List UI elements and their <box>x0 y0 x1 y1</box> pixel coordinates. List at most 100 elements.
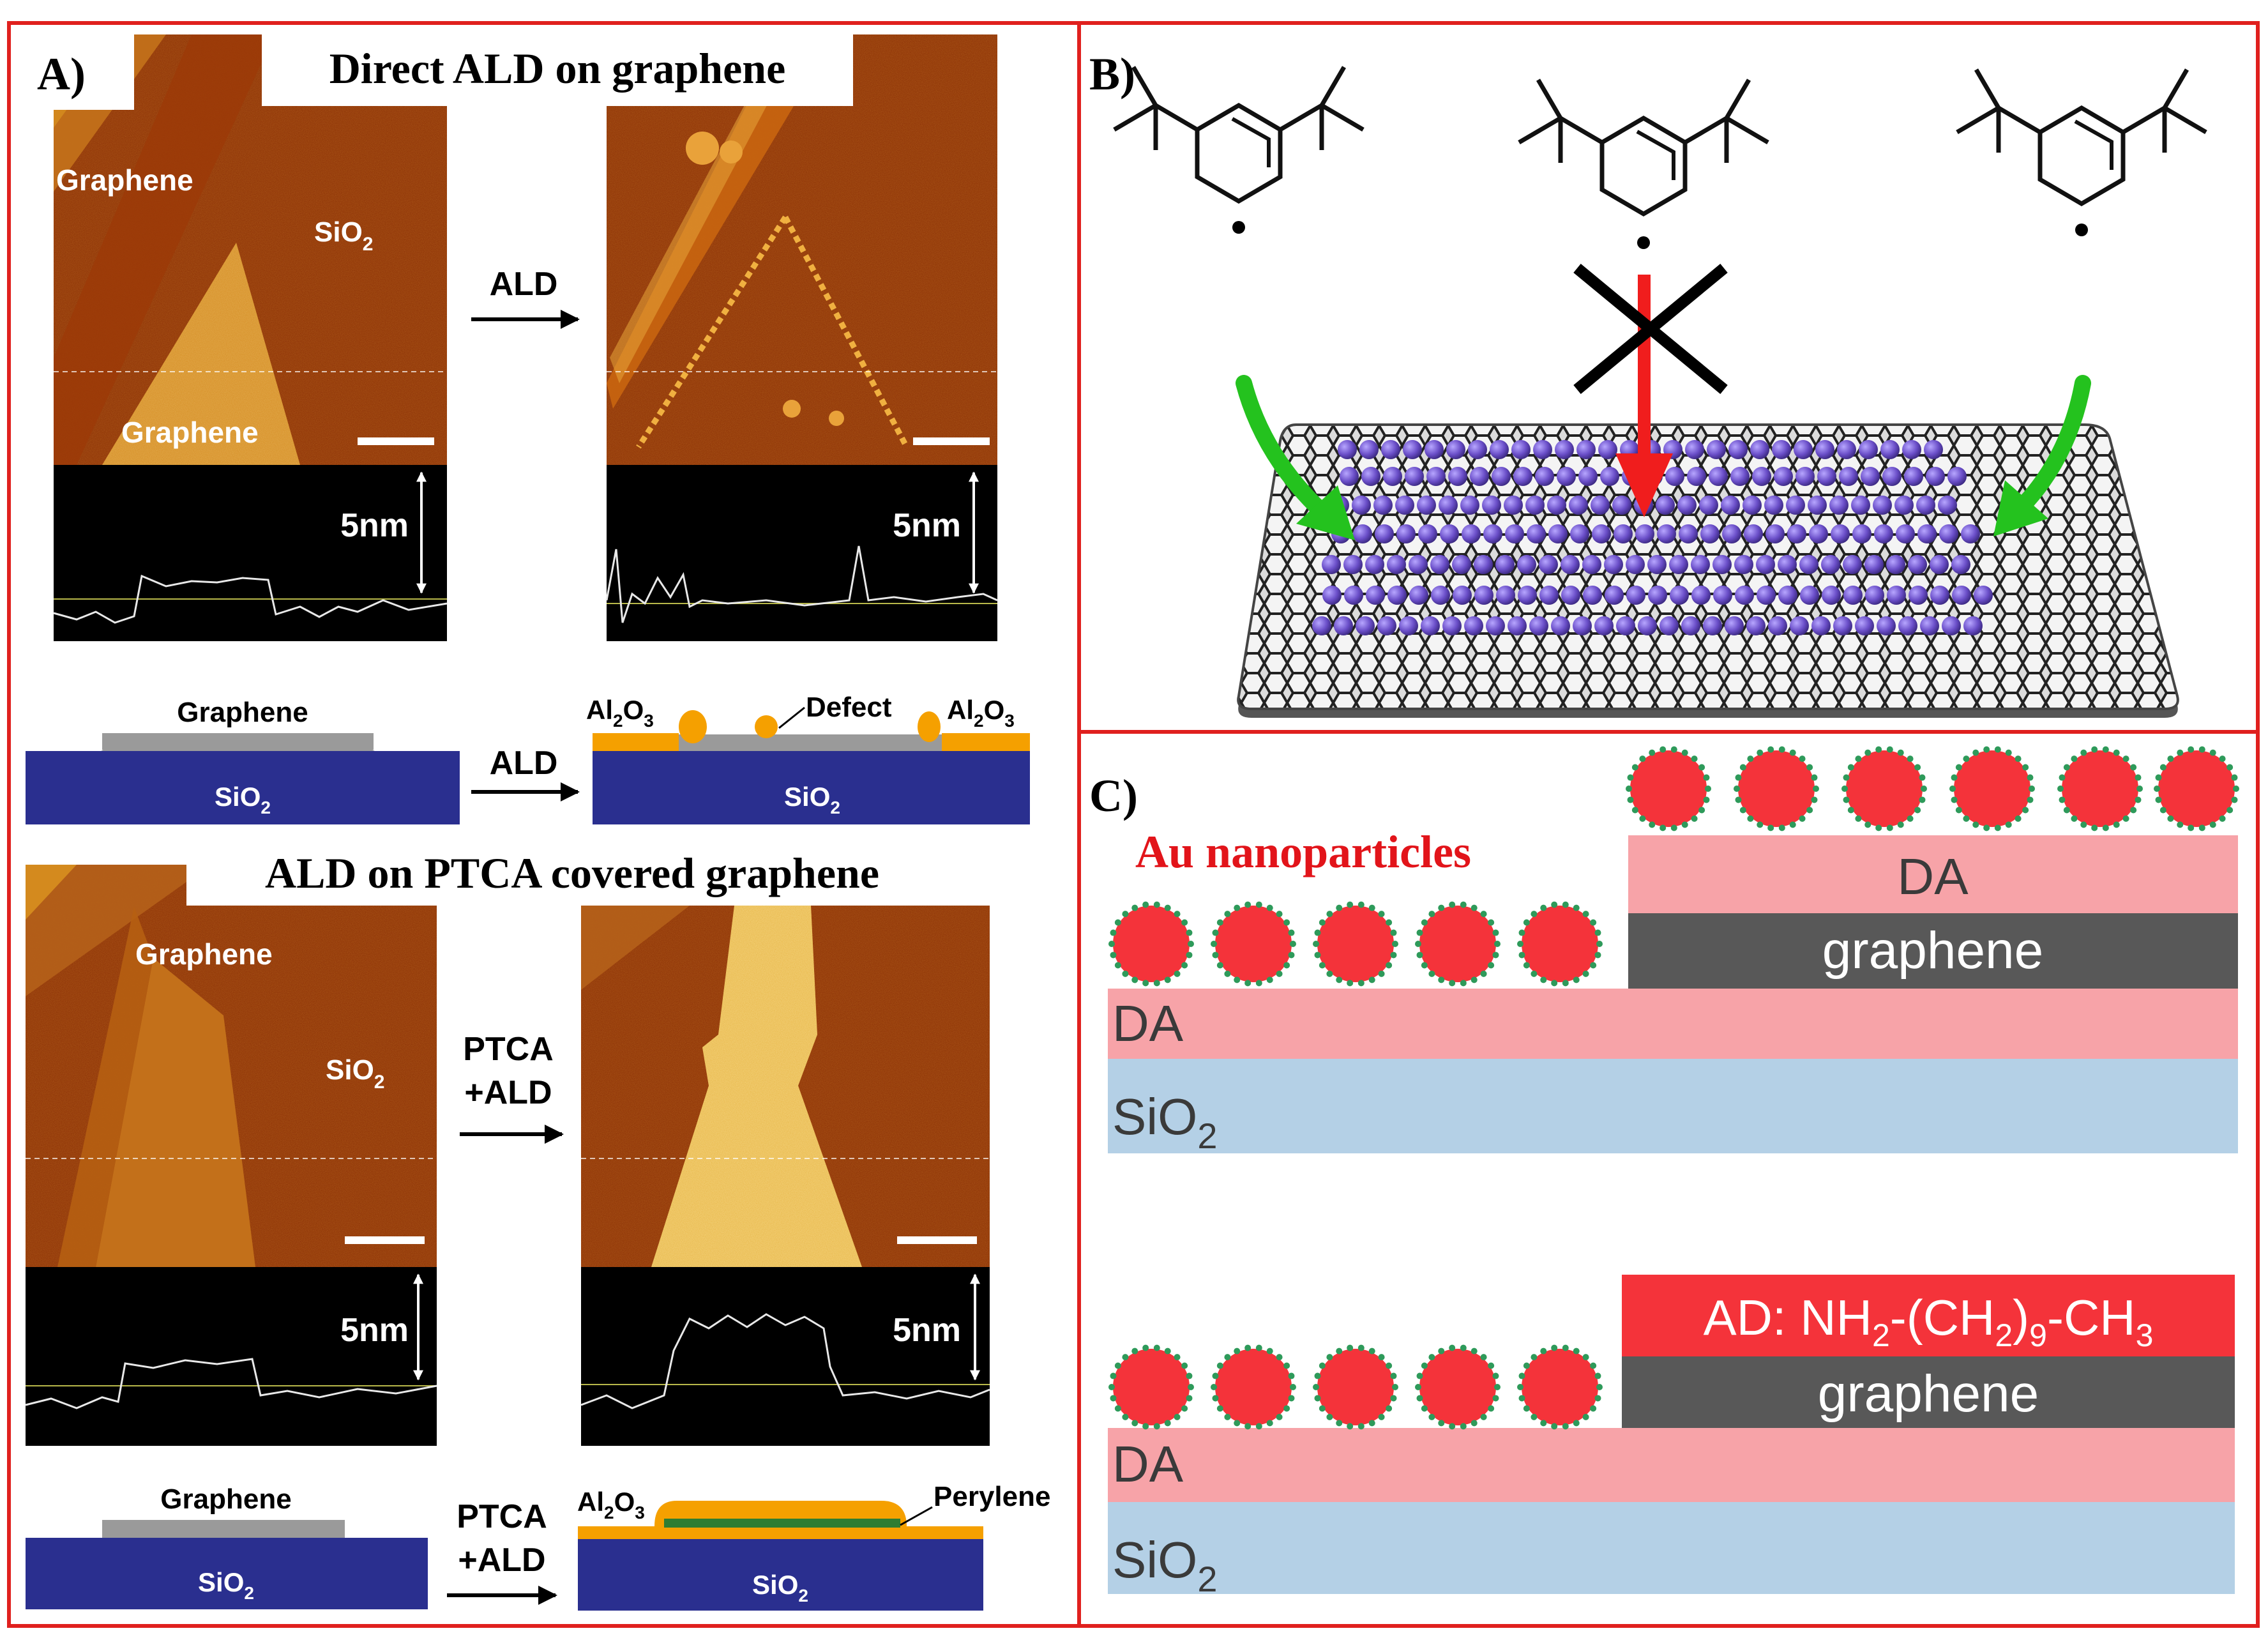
molecule-atom <box>1573 616 1592 635</box>
molecule-atom <box>1626 586 1645 605</box>
molecule-atom <box>1677 496 1697 515</box>
molecule-atom <box>1605 586 1624 605</box>
ald-arrow-label-1: ALD <box>490 266 558 303</box>
molecule-atom <box>1691 586 1711 605</box>
upper-da-layer <box>1108 989 2238 1059</box>
molecule-atom <box>1735 586 1754 605</box>
molecule-atom <box>1539 586 1559 605</box>
au-nanoparticle <box>1626 746 1711 831</box>
afm-image-top-after <box>607 34 997 465</box>
schematic-graphene-label-1: Graphene <box>177 697 308 728</box>
molecule-atom <box>1409 586 1428 605</box>
molecule-atom <box>1527 524 1546 543</box>
molecule-atom <box>1539 555 1558 574</box>
molecule-atom <box>1859 440 1878 459</box>
molecule-atom <box>1399 616 1418 635</box>
molecule-atom <box>1898 616 1917 635</box>
molecule-atom <box>1533 440 1552 459</box>
molecule-atom <box>1796 467 1815 486</box>
molecule-atom <box>1764 496 1783 515</box>
molecule-atom <box>1774 467 1793 486</box>
molecule-atom <box>1865 586 1884 605</box>
molecule-atom <box>1815 440 1834 459</box>
molecule-atom <box>1383 467 1402 486</box>
molecule-atom <box>1513 467 1532 486</box>
au-nanoparticle <box>1313 1344 1398 1430</box>
adsorbed-molecule-layer <box>1312 440 1993 635</box>
panel-frames <box>7 21 2260 1628</box>
molecule-atom <box>1951 555 1970 574</box>
red-arrow-head <box>1615 453 1673 517</box>
molecule-atom <box>1511 440 1531 459</box>
upper-sio2-label: SiO2 <box>1112 1088 1218 1156</box>
molecule-atom <box>1426 467 1446 486</box>
molecule-atom <box>1361 467 1380 486</box>
molecule-atom <box>1852 524 1871 543</box>
upper-graphene-layer <box>1628 913 2238 989</box>
molecule-atom <box>1894 496 1914 515</box>
cross-mark-2 <box>1573 264 1728 394</box>
au-nanoparticle <box>1211 1344 1296 1430</box>
molecule-atom <box>1743 496 1762 515</box>
molecule-atom <box>1334 616 1353 635</box>
molecule-atom <box>1725 616 1744 635</box>
afm-label-sio2-top: SiO2 <box>314 216 373 255</box>
height-profile-top-before <box>53 465 448 641</box>
molecule-atom <box>1734 555 1753 574</box>
molecule-atom <box>1430 555 1449 574</box>
scale-label-bottom-after: 5nm <box>893 1312 961 1349</box>
molecule-atom <box>1908 555 1927 574</box>
top-title: Direct ALD on graphene <box>329 44 786 93</box>
schematic-al2o3-label-2: Al2O3 <box>947 695 1015 731</box>
molecule-atom <box>1679 524 1698 543</box>
molecule-atom <box>1687 467 1706 486</box>
molecule-atom <box>1713 586 1732 605</box>
afm-image-bottom-before <box>26 865 437 1267</box>
panel-a-label: A) <box>37 49 86 100</box>
molecule-atom <box>1569 496 1588 515</box>
molecule-atom <box>1365 555 1384 574</box>
molecule-atom <box>1938 496 1957 515</box>
molecule-atom <box>1366 586 1385 605</box>
schematic-after-ald <box>593 706 1030 824</box>
molecule-atom <box>1837 440 1856 459</box>
molecule-atom <box>1343 555 1363 574</box>
molecule-atom <box>1730 467 1750 486</box>
molecule-atom <box>1700 524 1720 543</box>
molecule-atom <box>1570 524 1589 543</box>
green-arrow-right-head <box>1993 480 2048 536</box>
molecule-atom <box>1947 467 1967 486</box>
molecule-atom <box>1356 616 1375 635</box>
molecule-atom <box>1396 524 1416 543</box>
molecule-atom <box>1851 496 1870 515</box>
molecule-atom <box>1821 555 1840 574</box>
molecule-atom <box>1518 586 1537 605</box>
scale-label-top-before: 5nm <box>340 507 409 544</box>
molecule-atom <box>1772 440 1791 459</box>
afm-label-graphene-1: Graphene <box>56 163 193 197</box>
au-nanoparticle <box>1313 901 1398 987</box>
molecule-atom <box>1930 586 1949 605</box>
molecule-atom <box>1409 555 1428 574</box>
molecule-atom <box>1657 524 1676 543</box>
molecule-atom <box>1685 440 1704 459</box>
molecule-center <box>1518 79 1769 249</box>
molecule-atom <box>1598 440 1617 459</box>
molecule-atom <box>1377 616 1396 635</box>
molecule-atom <box>1592 524 1611 543</box>
au-nanoparticle <box>1415 1344 1501 1430</box>
molecule-atom <box>1648 586 1667 605</box>
molecule-atom <box>1728 440 1748 459</box>
molecule-atom <box>1656 496 1675 515</box>
molecule-atom <box>1917 524 1937 543</box>
molecule-atom <box>1561 555 1580 574</box>
top-title-bg <box>262 34 853 106</box>
molecule-atom <box>1600 467 1619 486</box>
molecule-atom <box>1855 616 1874 635</box>
molecule-atom <box>1395 496 1414 515</box>
upper-graphene-label: graphene <box>1822 922 2044 980</box>
schematic-sio2-label-4: SiO2 <box>752 1570 808 1605</box>
molecule-atom <box>1453 586 1472 605</box>
molecule-atom <box>1525 496 1545 515</box>
